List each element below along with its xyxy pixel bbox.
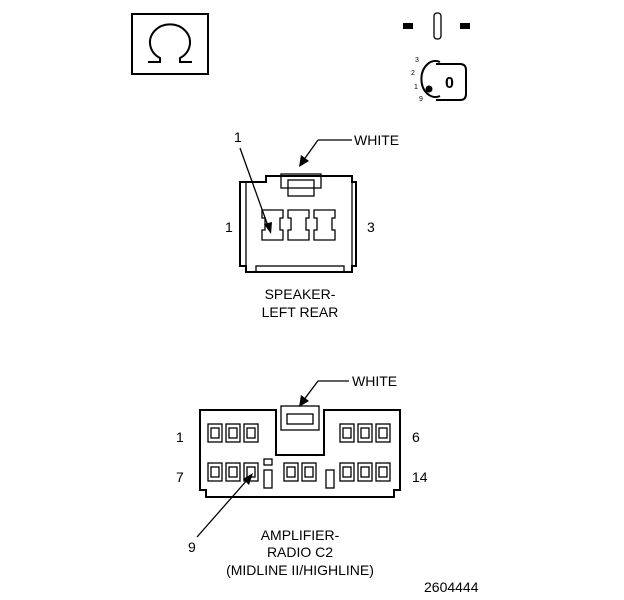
amplifier-caption-line2: RADIO C2	[267, 544, 333, 560]
amplifier-top-row-right	[339, 423, 391, 443]
ignition-pos-2: 2	[411, 70, 415, 77]
speaker-color-label: WHITE	[354, 132, 399, 148]
ignition-pos-1: 1	[414, 84, 418, 91]
speaker-pin-3-label: 3	[367, 219, 375, 235]
amplifier-connector: WHITE	[176, 373, 428, 578]
ignition-pos-9: 9	[419, 96, 423, 103]
ignition-switch-icon: 3 2 1 9 0	[403, 12, 470, 103]
figure-number: 2604444	[424, 579, 479, 595]
ignition-key-label: 0	[445, 75, 454, 92]
speaker-caption-line1: SPEAKER-	[265, 286, 336, 302]
speaker-pin-1-label: 1	[225, 219, 233, 235]
amplifier-callout-label: 9	[188, 539, 196, 555]
amplifier-bottom-row	[207, 458, 391, 489]
amplifier-pin-14-label: 14	[412, 469, 428, 485]
amplifier-top-row-left	[207, 423, 259, 443]
speaker-callout-label: 1	[234, 129, 242, 145]
amplifier-pin-7-label: 7	[176, 469, 184, 485]
amplifier-pin-1-label: 1	[176, 429, 184, 445]
speaker-cavity-3	[313, 209, 336, 241]
speaker-cavity-2	[287, 209, 310, 241]
speaker-caption-line2: LEFT REAR	[262, 304, 339, 320]
ohm-symbol-icon	[131, 13, 209, 75]
amplifier-caption-line3: (MIDLINE II/HIGHLINE)	[226, 562, 374, 578]
speaker-connector: WHITE 1 3 1 SPEAKER- LEFT REAR	[225, 129, 399, 320]
ignition-pos-3: 3	[415, 57, 419, 64]
amplifier-caption-line1: AMPLIFIER-	[261, 527, 340, 543]
amplifier-pin-6-label: 6	[412, 429, 420, 445]
amplifier-color-label: WHITE	[352, 373, 397, 389]
